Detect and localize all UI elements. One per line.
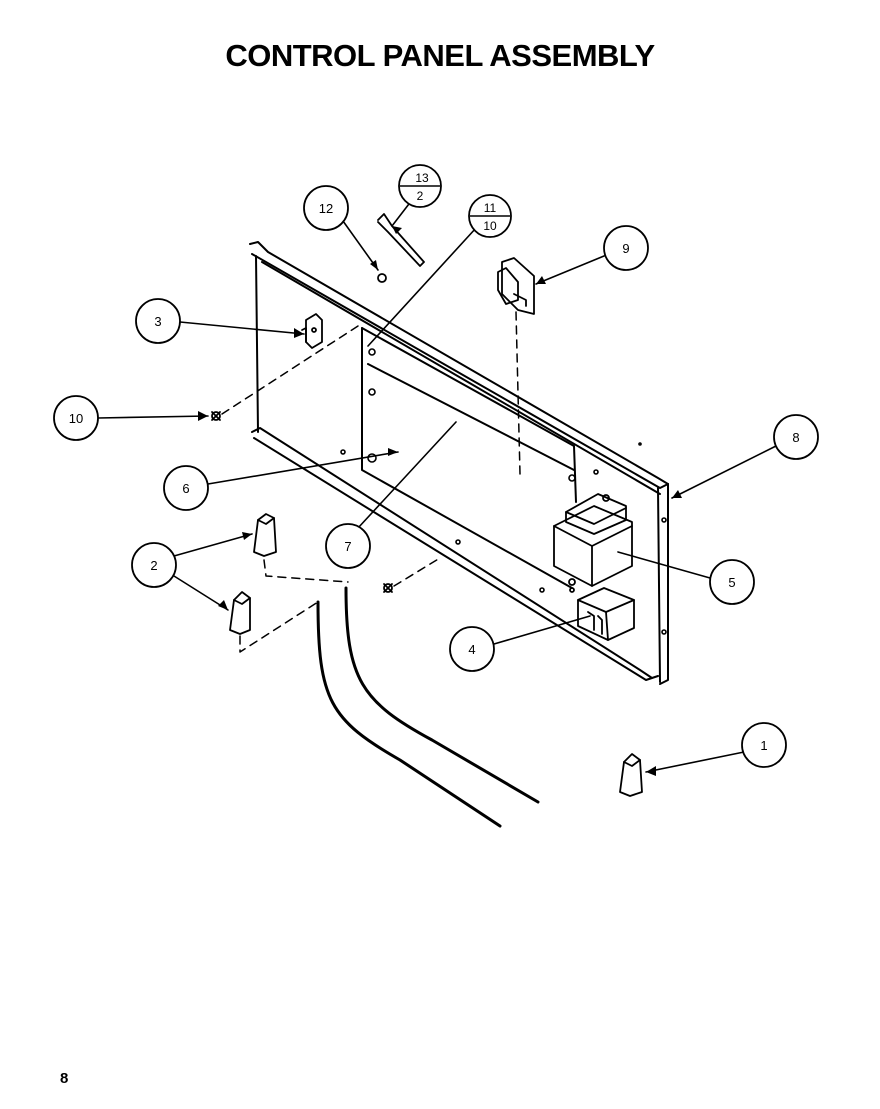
screws [211, 273, 393, 593]
callout-circle-10 [53, 395, 99, 441]
callout-label-12: 12 [319, 201, 333, 216]
callout-label-10: 10 [69, 411, 83, 426]
callout-label-9: 9 [622, 241, 629, 256]
callout-circle-4 [449, 626, 495, 672]
page-number: 8 [60, 1070, 69, 1087]
callout-label-1: 1 [760, 738, 767, 753]
callout-circle-8 [773, 414, 819, 460]
callout-label-7: 7 [344, 539, 351, 554]
assembly-dashed-lines [221, 311, 521, 653]
control-panel-outline [249, 241, 669, 685]
callout-circle-2 [131, 542, 177, 588]
wire-nut-upper [253, 513, 277, 557]
bracket-part-3 [301, 313, 323, 349]
callout-circle-3 [135, 298, 181, 344]
callout-label-2: 2 [150, 558, 157, 573]
transformer-part-5 [553, 493, 633, 587]
panel-holes [340, 348, 667, 635]
callout-label-6: 6 [182, 481, 189, 496]
wire-nut-lower [229, 591, 251, 635]
callout-label-13: 13 [415, 171, 429, 185]
wire-nut-part-1 [619, 753, 643, 797]
callout-circle-1 [741, 722, 787, 768]
power-cord [316, 586, 540, 828]
callout-label-11: 11 [484, 201, 497, 215]
callout-circle-9 [603, 225, 649, 271]
callout-circle-6 [163, 465, 209, 511]
wire-clip-part-13 [377, 213, 425, 267]
callout-label-5: 5 [728, 575, 735, 590]
callout-label-3: 3 [154, 314, 161, 329]
relay-part-4 [568, 578, 635, 641]
callout-circle-12 [303, 185, 349, 231]
arrowheads [198, 226, 682, 776]
callout-label-11-sub: 10 [483, 219, 497, 233]
callout-label-4: 4 [468, 642, 475, 657]
callout-label-8: 8 [792, 430, 799, 445]
switch-part-9 [497, 257, 535, 315]
diagram-title: CONTROL PANEL ASSEMBLY [225, 38, 655, 73]
callout-dividers [400, 185, 510, 217]
callout-circle-7 [325, 523, 371, 569]
callout-circle-5 [709, 559, 755, 605]
callout-label-13-sub: 2 [417, 189, 424, 203]
